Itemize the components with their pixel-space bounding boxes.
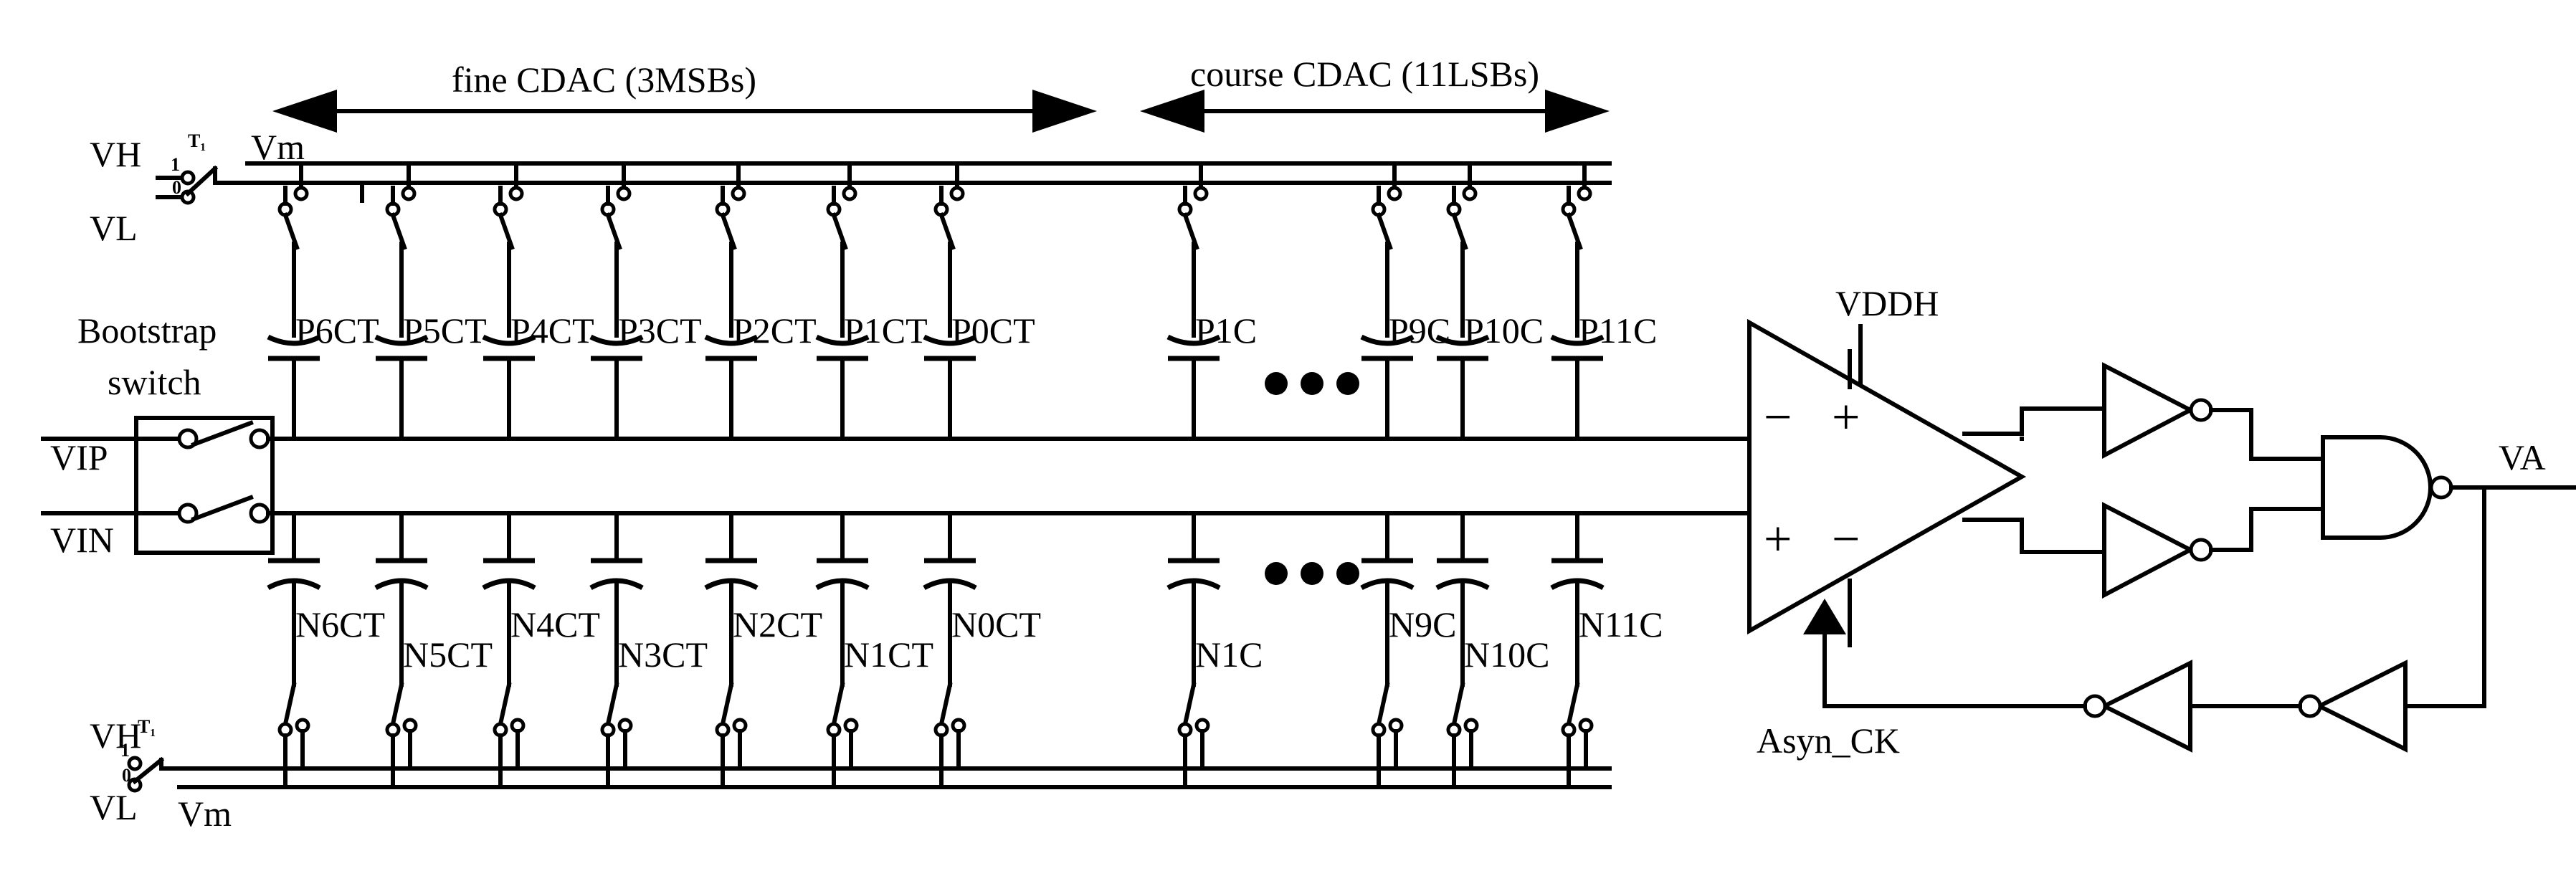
cap-label-p5ct: P5CT xyxy=(403,310,487,351)
top-cell-p3ct: P3CT xyxy=(589,161,702,441)
cap-label-n4ct: N4CT xyxy=(510,604,600,644)
bottom-cell-n2ct: N2CT xyxy=(704,511,822,789)
top-cell-p4ct: P4CT xyxy=(482,161,594,441)
t1-top-label: T₁ xyxy=(188,130,206,151)
cap-label-p2ct: P2CT xyxy=(733,310,817,351)
bottom-reference-switch xyxy=(127,756,1612,793)
bottom-cell-n4ct: N4CT xyxy=(482,511,600,789)
top-cell-p6ct: P6CT xyxy=(267,161,379,441)
top-cell-p5ct: P5CT xyxy=(374,161,487,441)
sw-top-0-label: 0 xyxy=(172,177,181,198)
comparator-minus-top: − xyxy=(1764,390,1792,445)
bottom-cell-n10c: N10C xyxy=(1435,511,1549,789)
sw-top-1-label: 1 xyxy=(171,154,180,175)
vm-bot-label: Vm xyxy=(178,794,232,834)
top-ellipsis xyxy=(1265,372,1359,395)
cap-label-p3ct: P3CT xyxy=(618,310,702,351)
vh-top-label: VH xyxy=(90,134,141,174)
bottom-cell-n9c: N9C xyxy=(1360,511,1456,789)
sw-bot-1-label: 1 xyxy=(120,740,130,761)
comparator xyxy=(1747,318,2027,647)
vh-bot-label: VH xyxy=(90,715,141,756)
top-cell-p1c: P1C xyxy=(1166,161,1257,441)
comparator-plus-bottom: + xyxy=(1764,512,1792,567)
bottom-cell-n1ct: N1CT xyxy=(815,511,933,789)
cap-label-p4ct: P4CT xyxy=(510,310,594,351)
bottom-cell-n3ct: N3CT xyxy=(589,511,708,789)
bootstrap-switch-box xyxy=(41,416,282,555)
cap-label-p10c: P10C xyxy=(1464,310,1544,351)
vm-top-label: Vm xyxy=(251,127,305,167)
fine-cdac-label: fine CDAC (3MSBs) xyxy=(452,60,756,100)
vl-top-label: VL xyxy=(90,208,138,248)
bottom-cell-n0ct: N0CT xyxy=(923,511,1041,789)
cap-label-n1c: N1C xyxy=(1195,634,1263,675)
bottom-cell-n1c: N1C xyxy=(1166,511,1263,789)
top-reference-switch xyxy=(156,165,260,205)
bottom-ellipsis xyxy=(1265,562,1359,585)
cap-label-n5ct: N5CT xyxy=(403,634,493,675)
fine-cdac-range-arrow xyxy=(272,90,1097,133)
bootstrap-label-line1: Bootstrap xyxy=(77,310,217,351)
course-cdac-label: course CDAC (11LSBs) xyxy=(1190,54,1539,94)
cap-label-n1ct: N1CT xyxy=(844,634,933,675)
inverter-lower xyxy=(2102,502,2213,599)
top-cell-p2ct: P2CT xyxy=(704,161,817,441)
va-label: VA xyxy=(2499,437,2546,477)
course-cdac-range-arrow xyxy=(1140,90,1610,133)
cap-label-p11c: P11C xyxy=(1579,310,1657,351)
cap-label-n0ct: N0CT xyxy=(951,604,1041,644)
bootstrap-label-line2: switch xyxy=(108,362,201,402)
cap-label-n10c: N10C xyxy=(1464,634,1549,675)
t1-bot-label: T₁ xyxy=(138,716,156,737)
cap-label-p9c: P9C xyxy=(1389,310,1450,351)
bottom-cell-n5ct: N5CT xyxy=(374,511,493,789)
cap-label-n9c: N9C xyxy=(1389,604,1456,644)
inverter-upper xyxy=(2102,362,2213,459)
bottom-cell-n6ct: N6CT xyxy=(267,511,385,789)
feedback-buffer-left xyxy=(2083,660,2192,753)
vip-label: VIP xyxy=(50,437,108,477)
top-cell-p9c: P9C xyxy=(1360,161,1450,441)
comparator-minus-bottom: − xyxy=(1832,512,1860,567)
cap-label-n11c: N11C xyxy=(1579,604,1663,644)
top-cell-p11c: P11C xyxy=(1550,161,1657,441)
top-cell-p1ct: P1CT xyxy=(815,161,928,441)
vin-label: VIN xyxy=(50,520,114,560)
cap-label-p6ct: P6CT xyxy=(295,310,379,351)
cap-label-n2ct: N2CT xyxy=(733,604,822,644)
top-cell-p0ct: P0CT xyxy=(923,161,1035,441)
top-cell-p10c: P10C xyxy=(1435,161,1544,441)
cap-label-p0ct: P0CT xyxy=(951,310,1035,351)
bottom-cell-n11c: N11C xyxy=(1550,511,1663,789)
cap-label-p1c: P1C xyxy=(1195,310,1257,351)
vddh-label: VDDH xyxy=(1835,283,1939,323)
feedback-buffer-right xyxy=(2298,660,2408,753)
nand-gate xyxy=(2321,435,2453,540)
cap-label-n3ct: N3CT xyxy=(618,634,708,675)
asyn-ck-label: Asyn_CK xyxy=(1757,720,1900,761)
top-cap-array: P6CT P5CT P4CT P3CT P2CT P1CT P0CT P1C P9C P10C P1… xyxy=(267,161,1657,441)
vl-bot-label: VL xyxy=(90,787,138,827)
comparator-plus-top: + xyxy=(1832,390,1860,445)
cap-label-n6ct: N6CT xyxy=(295,604,385,644)
cap-label-p1ct: P1CT xyxy=(844,310,928,351)
asyn-ck-arrow xyxy=(1803,599,1846,634)
